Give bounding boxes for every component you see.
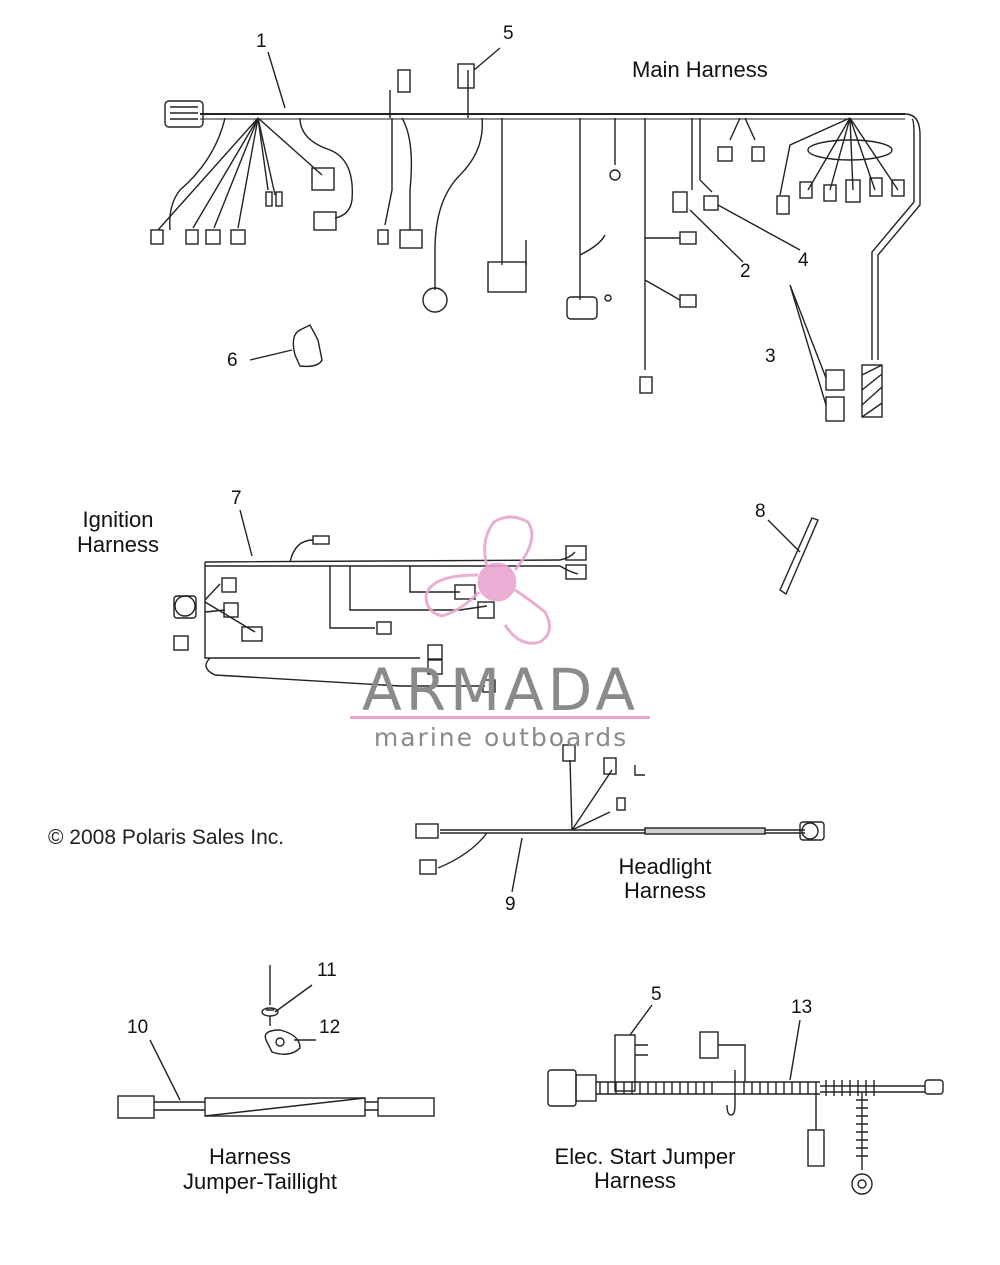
- headlight-harness-label-line2: Harness: [624, 878, 706, 903]
- callout-5-elec-start: 5: [651, 984, 662, 1005]
- callout-8: 8: [755, 501, 766, 522]
- copyright-text: © 2008 Polaris Sales Inc.: [48, 826, 285, 849]
- callout-6: 6: [227, 350, 238, 371]
- ignition-harness-label-line1: Ignition: [82, 507, 154, 532]
- callout-2: 2: [740, 261, 751, 282]
- callout-12: 12: [319, 1017, 341, 1038]
- watermark-logo: [424, 515, 551, 645]
- headlight-harness-drawing: [415, 744, 825, 893]
- taillight-harness-label-line2: Jumper-Taillight: [182, 1169, 338, 1194]
- elec-start-harness-label-line1: Elec. Start Jumper: [554, 1144, 736, 1169]
- callout-7: 7: [231, 488, 242, 509]
- callout-11: 11: [317, 960, 337, 981]
- watermark-brand: ARMADA: [361, 656, 639, 724]
- callout-5: 5: [503, 23, 514, 44]
- ignition-harness-drawing: [173, 509, 587, 693]
- headlight-harness-label-line1: Headlight: [618, 854, 712, 879]
- main-harness-drawing: [150, 47, 921, 422]
- ignition-harness-label-line2: Harness: [77, 532, 159, 557]
- callout-4: 4: [798, 250, 809, 271]
- callout-3: 3: [765, 346, 776, 367]
- taillight-harness-label-line1: Harness: [209, 1144, 291, 1169]
- strap-drawing: [767, 517, 819, 596]
- elec-start-harness-drawing: [547, 1004, 944, 1195]
- callout-13: 13: [791, 997, 813, 1018]
- main-harness-label: Main Harness: [632, 57, 768, 82]
- callout-9: 9: [505, 894, 516, 915]
- callout-1: 1: [256, 31, 267, 52]
- elec-start-harness-label-line2: Harness: [594, 1168, 676, 1193]
- taillight-harness-drawing: [117, 965, 435, 1119]
- callout-10: 10: [127, 1017, 149, 1038]
- watermark-divider: [350, 716, 650, 719]
- watermark-tagline: marine outboards: [373, 723, 629, 752]
